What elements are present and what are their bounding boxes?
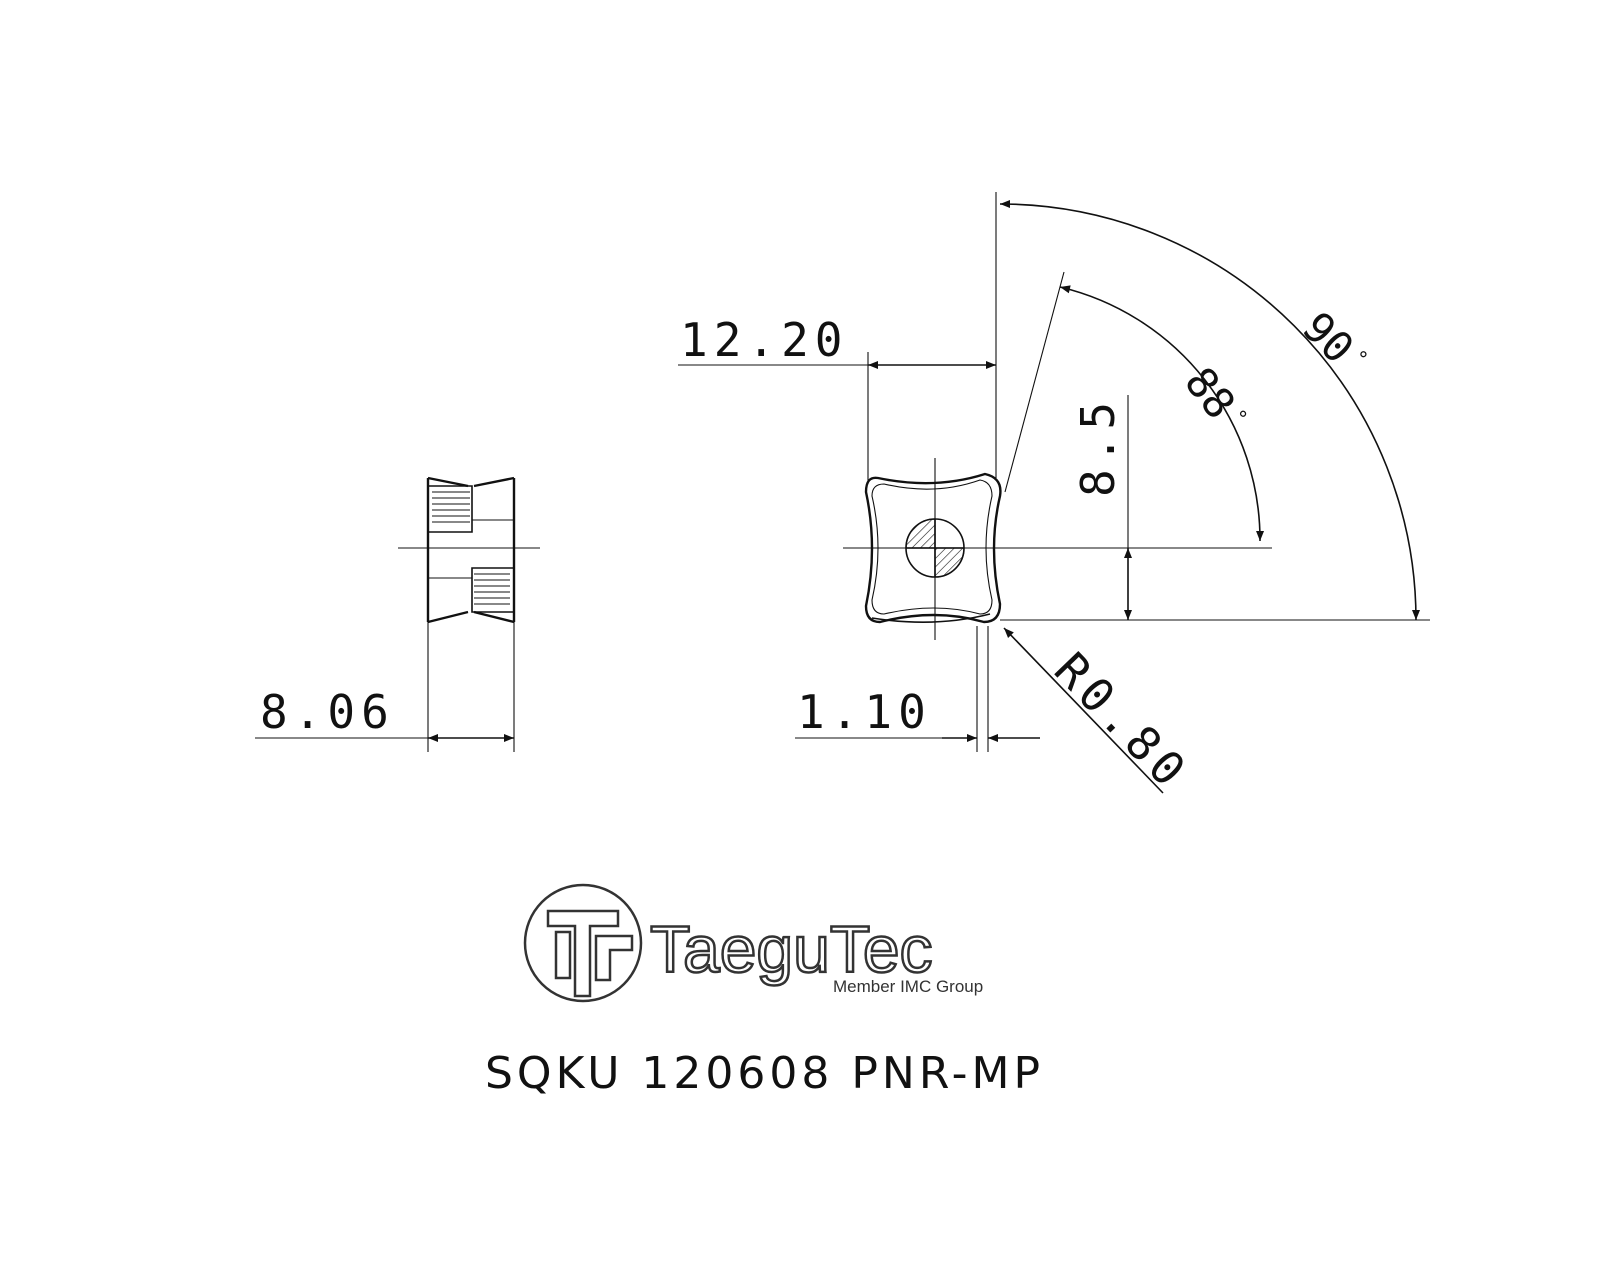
insert-outline [864,472,1002,624]
brand-name: TaeguTec [650,912,933,986]
edge-height-label: 8.5 [1071,396,1125,497]
corner-radius-dimension: R0.80 [1003,627,1200,801]
clearance-angle-dimension: 88 ° [1004,271,1265,542]
top-view [843,458,1272,640]
land-width-dimension: 1.10 [795,626,1040,752]
land-width-label: 1.10 [797,685,932,739]
corner-radius-label: R0.80 [1044,642,1200,801]
inscribed-circle-label: 12.20 [680,313,848,367]
thickness-label: 8.06 [260,685,395,739]
taegutec-emblem [523,883,643,1003]
side-view [398,476,540,624]
edge-height-dimension: 8.5 [1000,395,1430,621]
taegutec-logo: TaeguTec Member IMC Group [523,883,983,1003]
part-number: SQKU 120608 PNR-MP [485,1048,1044,1099]
inscribed-circle-dimension: 12.20 [678,192,997,484]
brand-tagline: Member IMC Group [833,977,983,996]
thickness-dimension: 8.06 [255,622,515,752]
